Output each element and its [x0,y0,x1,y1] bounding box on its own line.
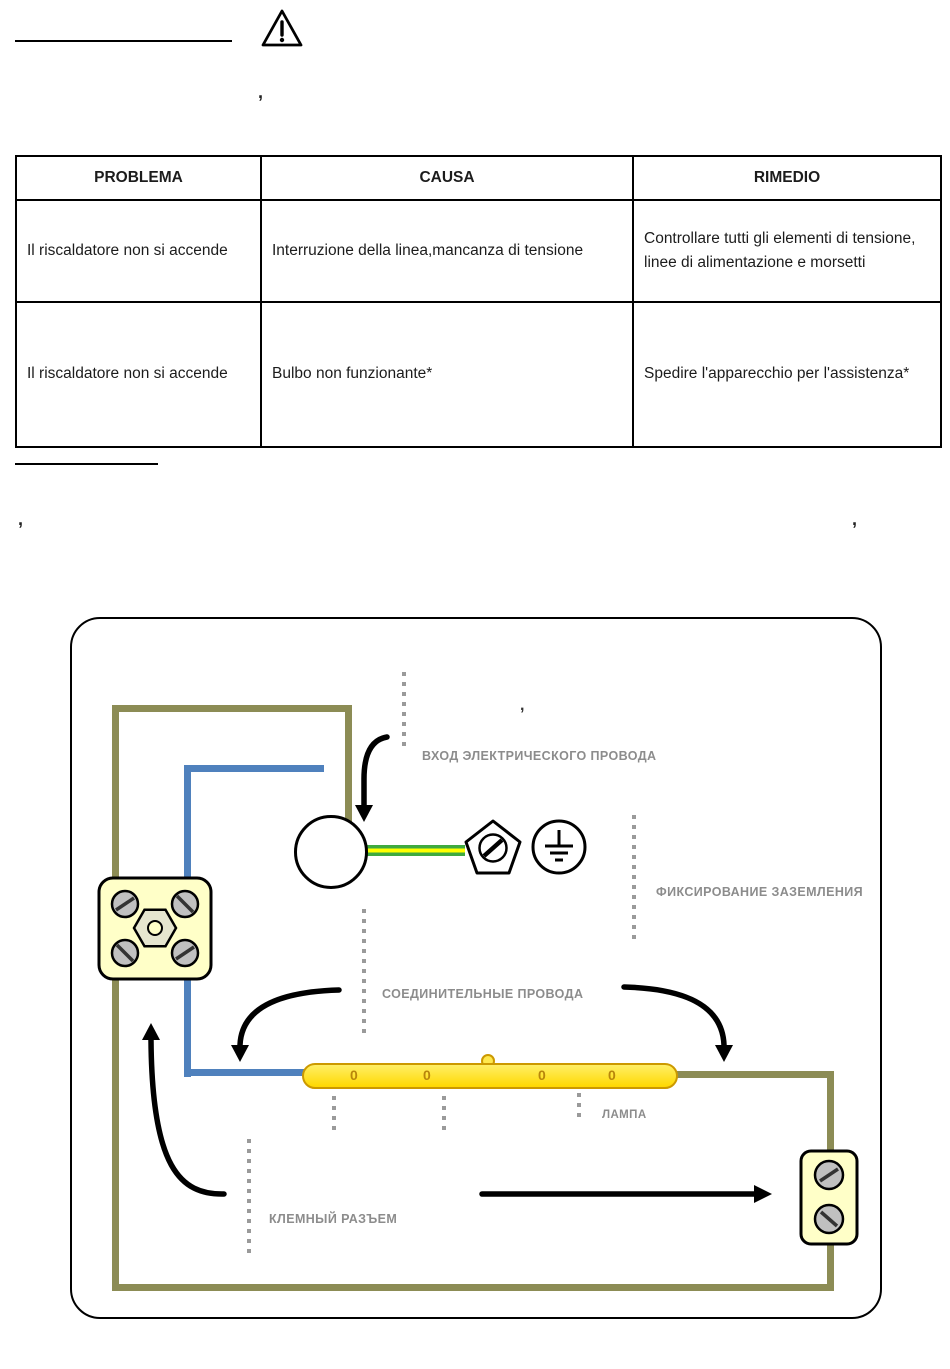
leader-dots-wire-entry [402,672,406,748]
wire-olive-left [112,705,119,1291]
lamp-contact-mark: 0 [608,1067,616,1083]
cell-problema-2: Il riscaldatore non si accende [15,301,262,448]
wire-olive-top [112,705,352,712]
lamp-contact-mark: 0 [538,1067,546,1083]
leader-dots-lamp-2 [442,1096,446,1136]
leader-dots-connecting-wires [362,909,366,1035]
wiring-diagram: , [70,617,882,1319]
column-header-problema: PROBLEMA [15,155,262,201]
junction-circle [294,815,368,889]
wire-blue-lamp-link [184,1069,308,1076]
comma-mark: , [258,82,264,102]
column-header-rimedio: RIMEDIO [632,155,942,201]
comma-mark: , [520,697,525,714]
leader-dots-terminal [247,1139,251,1259]
ground-screw-pentagon-icon [464,819,522,875]
cell-causa-1: Interruzione della linea,mancanza di ten… [260,199,634,303]
terminal-block-right [799,1149,859,1246]
cell-rimedio-1: Controllare tutti gli elementi di tensio… [632,199,942,303]
label-lamp: ЛАМПА [602,1109,647,1121]
earth-ground-icon [531,819,587,875]
cell-rimedio-2: Spedire l'apparecchio per l'assistenza* [632,301,942,448]
wire-olive-drop-to-junction [345,705,352,825]
column-header-causa: CAUSA [260,155,634,201]
troubleshooting-table: PROBLEMA CAUSA RIMEDIO Il riscaldatore n… [15,155,942,448]
lamp-contact-mark: 0 [423,1067,431,1083]
leader-dots-ground-fixing [632,815,636,943]
terminal-block-left [97,876,213,981]
warning-icon [261,9,303,47]
heading-underline-top [15,40,232,42]
table-row: Il riscaldatore non si accende Interruzi… [15,199,942,303]
leader-dots-lamp-3 [577,1093,581,1119]
wire-olive-bottom [112,1284,834,1291]
label-ground-fixing: ФИКСИРОВАНИЕ ЗАЗЕМЛЕНИЯ [656,885,864,899]
comma-mark: , [852,509,858,529]
label-connecting-wires: СОЕДИНИТЕЛЬНЫЕ ПРОВОДА [382,987,584,1001]
label-wire-entry: ВХОД ЭЛЕКТРИЧЕСКОГО ПРОВОДА [422,749,657,763]
table-header-row: PROBLEMA CAUSA RIMEDIO [15,155,942,201]
lamp-bar: 0 0 0 0 [302,1063,678,1089]
heading-underline-second [15,463,158,465]
cell-problema-1: Il riscaldatore non si accende [15,199,262,303]
comma-mark: , [18,509,24,529]
cell-causa-2: Bulbo non funzionante* [260,301,634,448]
wire-blue-top [184,765,324,772]
wire-olive-lamp-link [674,1071,834,1078]
leader-dots-lamp-1 [332,1096,336,1130]
label-terminal-connector: КЛЕМНЫЙ РАЗЪЕМ [269,1212,398,1226]
ground-wire-green-yellow [365,845,465,856]
lamp-contact-mark: 0 [350,1067,358,1083]
table-row: Il riscaldatore non si accende Bulbo non… [15,301,942,448]
